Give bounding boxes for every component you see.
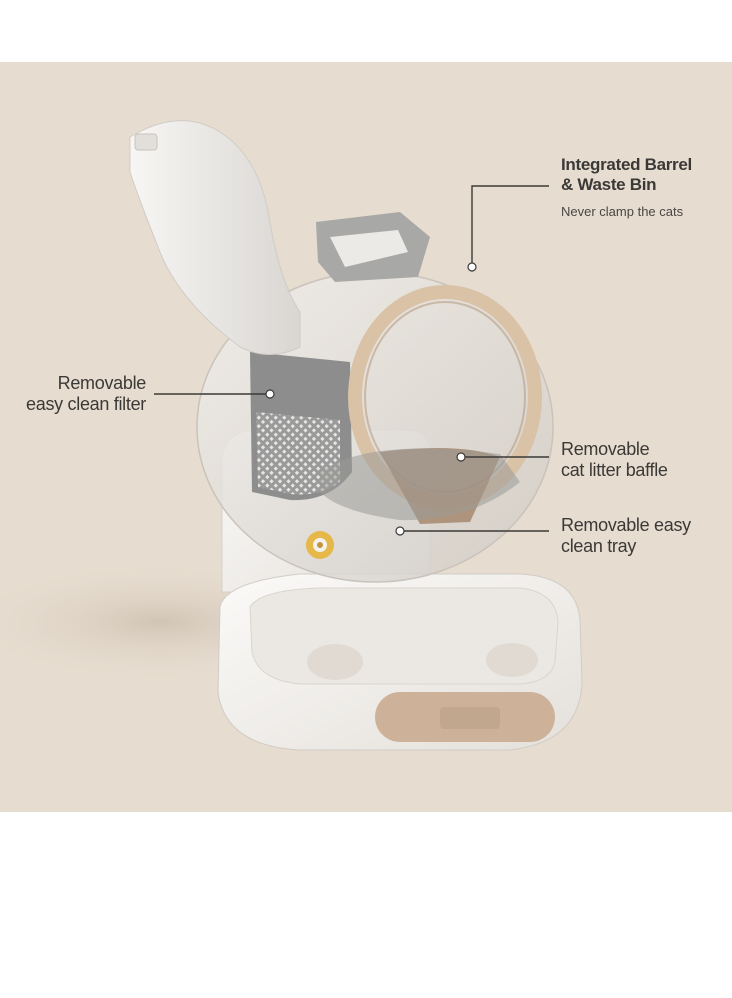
callout-barrel-subtitle: Never clamp the cats bbox=[561, 204, 684, 220]
waste-chute bbox=[129, 120, 301, 355]
litter-box-illustration bbox=[0, 120, 583, 751]
callout-barrel-title-2: & Waste Bin bbox=[561, 175, 657, 195]
control-display bbox=[440, 707, 500, 729]
callout-filter: Removable easy clean filter bbox=[0, 373, 146, 415]
callout-barrel: Integrated Barrel & Waste Bin Never clam… bbox=[561, 155, 692, 219]
leader-barrel bbox=[471, 185, 549, 267]
chute-window bbox=[134, 133, 158, 151]
filter-mesh bbox=[256, 412, 340, 495]
dot-filter bbox=[265, 389, 275, 399]
tray-foot-right bbox=[486, 643, 538, 677]
tray-foot-left bbox=[307, 644, 363, 680]
dot-barrel bbox=[467, 262, 477, 272]
dot-tray bbox=[395, 526, 405, 536]
callout-tray-line-1: Removable easy bbox=[561, 515, 691, 535]
product-photo: Integrated Barrel & Waste Bin Never clam… bbox=[0, 62, 732, 812]
top-handle-inner bbox=[330, 230, 408, 267]
callout-baffle: Removable cat litter baffle bbox=[561, 439, 668, 481]
callout-barrel-title-1: Integrated Barrel bbox=[561, 155, 692, 174]
callout-baffle-line-2: cat litter baffle bbox=[561, 460, 668, 481]
callout-filter-line-2: easy clean filter bbox=[26, 394, 146, 415]
callout-filter-line-1: Removable bbox=[57, 373, 147, 393]
callout-tray: Removable easy clean tray bbox=[561, 515, 691, 557]
callout-baffle-line-1: Removable bbox=[561, 439, 650, 459]
inner-tray bbox=[320, 448, 520, 521]
callout-lines bbox=[154, 185, 549, 532]
dot-baffle bbox=[456, 452, 466, 462]
gear-icon bbox=[306, 531, 334, 559]
callout-dots bbox=[265, 262, 477, 536]
callout-tray-line-2: clean tray bbox=[561, 536, 637, 557]
